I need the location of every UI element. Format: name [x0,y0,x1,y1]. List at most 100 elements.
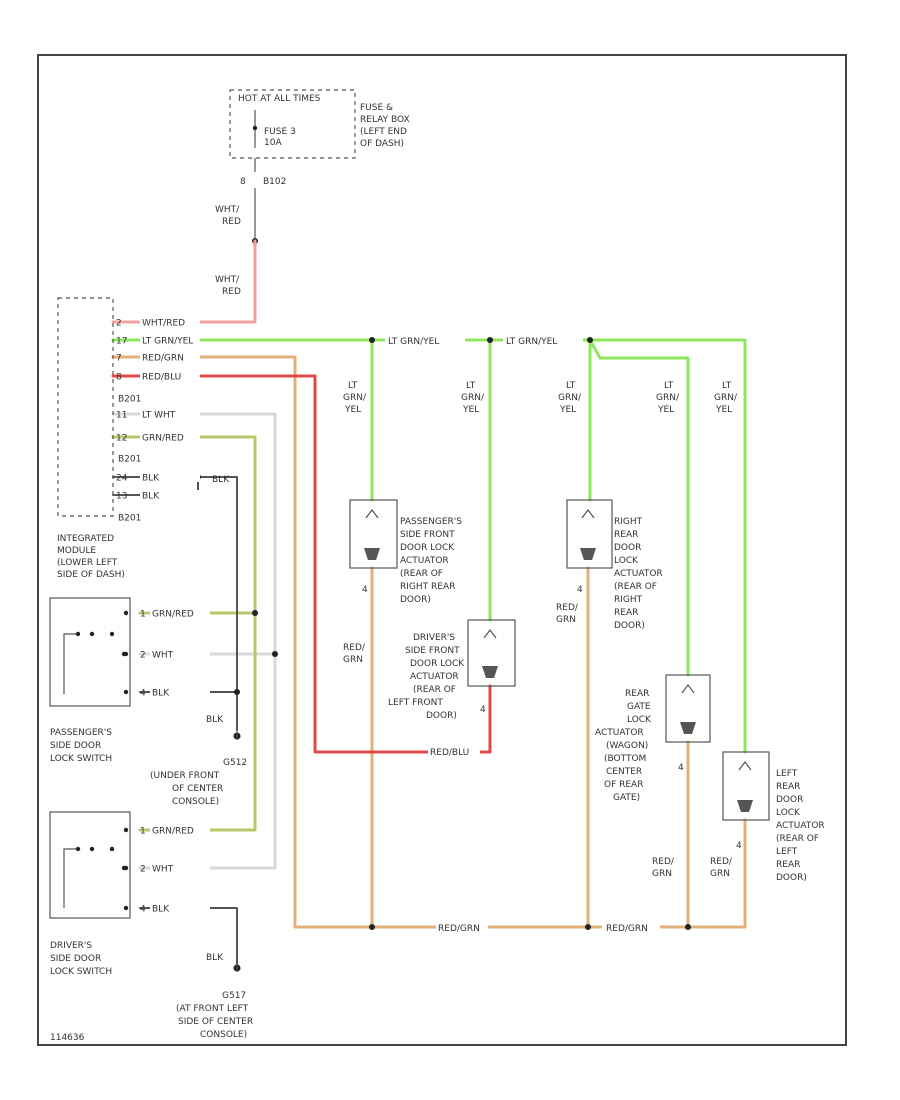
module-pin-wire-color: WHT/RED [142,319,185,329]
actuator-rear-gate: REAR GATE LOCK ACTUATOR (WAGON) (BOTTOM … [595,674,711,803]
act-wire-label-1: RED/ GRN [343,643,368,665]
actuator-icon [581,509,595,519]
actuator-pin: 4 [480,705,486,715]
module-pin-row: 17 LT GRN/YEL [116,335,200,347]
actuator-left-rear-name: LEFT REAR DOOR LOCK ACTUATOR (REAR OF LE… [776,769,828,883]
drop-label-3: LT GRN/ YEL [558,381,584,415]
splice-icon [369,924,375,930]
diagram-frame [37,54,847,1046]
module-pin-wire-color: LT GRN/YEL [142,337,193,347]
module-pin-wire-color: BLK [142,492,160,502]
drv-blk-label: BLK [206,953,224,963]
actuator-right-rear-name: RIGHT REAR DOOR LOCK ACTUATOR (REAR OF R… [614,517,666,631]
module-pin-list: 2 WHT/RED 17 LT GRN/YEL 7 RED/GRN 8 RED/BLU B201… [116,317,200,524]
actuator-icon [681,684,695,694]
feed-wire-color-1: WHT/ RED [215,205,242,227]
module-connector-id: B201 [118,455,141,465]
module-pin-number: 2 [116,319,122,329]
splice-icon [272,651,278,657]
bottom-bus-label-b: RED/GRN [606,924,648,934]
actuator-pin: 4 [577,585,583,595]
motor-icon [580,548,596,560]
module-pin-number: 8 [116,373,122,383]
motor-icon [482,666,498,678]
module-pin-row: B201 [118,455,141,465]
bottom-bus-label-a: RED/GRN [438,924,480,934]
module-pin-row: 7 RED/GRN [116,352,200,364]
ground-icon [233,962,241,972]
switch-pin-number: 2 [140,651,146,661]
bus-label-a: LT GRN/YEL [388,337,439,347]
module-connector-id: B201 [118,395,141,405]
act-wire-label-4: RED/ GRN [652,857,677,879]
module-pin-wire-color: GRN/RED [142,434,184,444]
pass-blk-label: BLK [206,715,224,725]
splice-icon [234,689,240,695]
switch-pin-number: 4 [140,689,146,699]
fuse-icon [252,125,258,131]
actuator-pin: 4 [736,841,742,851]
drv-switch-name: DRIVER'S SIDE DOOR LOCK SWITCH [50,941,112,977]
footer-code: 114636 [50,1033,85,1043]
drop-label-5: LT GRN/ YEL [714,381,740,415]
module-pin-row: 8 RED/BLU [116,371,200,383]
module-pin-number: 17 [116,337,127,347]
module-pin-number: 24 [116,474,128,484]
module-pin-number: 12 [116,434,127,444]
switch-pin-row: 2 WHT [123,649,210,661]
actuator-right-rear: RIGHT REAR DOOR LOCK ACTUATOR (REAR OF R… [566,499,666,631]
switch-icon [63,633,78,694]
module-pin-wire-color: RED/GRN [142,354,184,364]
fuse-amps: 10A [264,138,282,148]
switch-pin-wire-color: BLK [152,905,170,915]
switch-pin-wire-color: GRN/RED [152,827,194,837]
actuator-rear-gate-name: REAR GATE LOCK ACTUATOR (WAGON) (BOTTOM … [595,689,654,803]
splice-icon [252,610,258,616]
module-pin-wire-color: LT WHT [142,411,176,421]
module-name: INTEGRATED MODULE (LOWER LEFT SIDE OF DA… [57,534,125,580]
module-pin-row: 2 WHT/RED [116,317,200,329]
drop-label-1: LT GRN/ YEL [343,381,369,415]
actuator-driver-front-name: DRIVER'S SIDE FRONT DOOR LOCK ACTUATOR (… [388,633,467,721]
module-pin-number: 13 [116,492,127,502]
switch-pin-number: 1 [140,610,146,620]
splice-icon [685,924,691,930]
wire-red-grn-module [111,355,747,929]
drop-label-2: LT GRN/ YEL [461,381,487,415]
actuator-icon [738,761,752,771]
act-wire-label-5: RED/ GRN [710,857,735,879]
module-pin-row: B201 [118,395,141,405]
actuator-icon [365,509,379,519]
motor-icon [737,800,753,812]
switch-icon [63,848,78,908]
bus-label-b: LT GRN/YEL [506,337,557,347]
splice-icon [369,337,375,343]
switch-pin-wire-color: WHT [152,651,174,661]
integrated-module: 2 WHT/RED 17 LT GRN/YEL 7 RED/GRN 8 RED/BLU B201… [57,297,230,580]
drv-ground-name: G517 (AT FRONT LEFT SIDE OF CENTER CONSO… [176,991,256,1040]
module-pin-row: 12 GRN/RED [116,432,200,444]
switch-pin-row: 4 BLK [123,903,210,915]
module-pin-number: 7 [116,354,122,364]
fuse-pin: 8 [240,177,246,187]
splice-icon [587,337,593,343]
switch-pin-number: 4 [140,905,146,915]
switch-pin-wire-color: GRN/RED [152,610,194,620]
act-wire-label-3: RED/ GRN [556,603,581,625]
actuator-driver-front: DRIVER'S SIDE FRONT DOOR LOCK ACTUATOR (… [388,619,516,721]
splice-icon [487,337,493,343]
switch-pin-row: 1 GRN/RED [123,825,210,837]
wire-lt-grn-yel-drop-4 [588,338,690,677]
switch-pin-number: 1 [140,827,146,837]
switch-pin-row: 1 GRN/RED [123,608,210,620]
module-pin-wire-color: RED/BLU [142,373,181,383]
actuator-left-rear: LEFT REAR DOOR LOCK ACTUATOR (REAR OF LE… [722,751,828,883]
hot-at-all-times-label: HOT AT ALL TIMES [238,94,321,104]
ground-icon [233,730,241,740]
